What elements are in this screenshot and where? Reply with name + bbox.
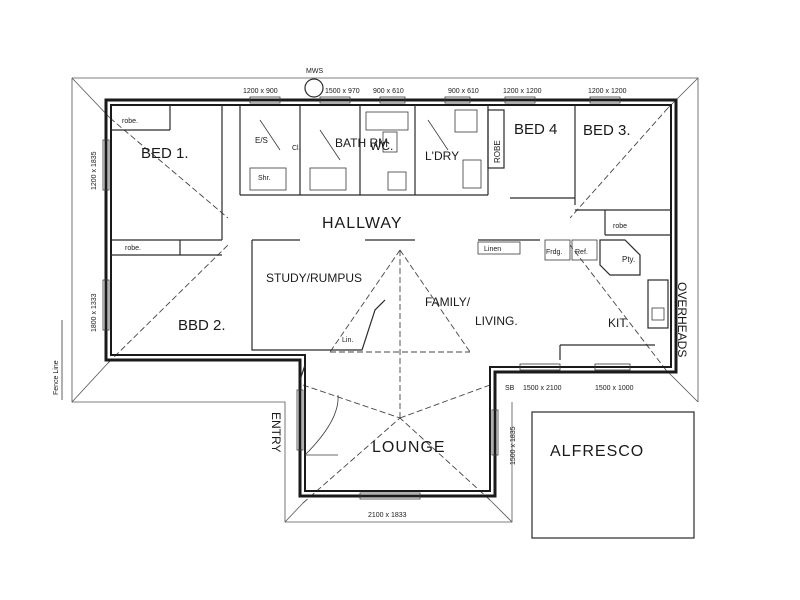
study-label: STUDY/RUMPUS bbox=[266, 271, 362, 285]
roof-outline bbox=[71, 77, 699, 523]
living-label: LIVING. bbox=[475, 314, 518, 328]
dim-bed1-side: 1200 x 1835 bbox=[91, 151, 98, 190]
entry-label: ENTRY bbox=[269, 412, 283, 452]
meter-box: MWS bbox=[304, 68, 324, 98]
overheads-label: OVERHEADS bbox=[675, 282, 689, 357]
alfresco bbox=[531, 411, 695, 539]
bed1-walls bbox=[111, 105, 223, 241]
kitchen-label: KIT. bbox=[608, 316, 629, 330]
bed3-label: BED 3. bbox=[583, 122, 631, 139]
entry-lounge-walls bbox=[299, 364, 339, 456]
dim-lounge-bottom: 2100 x 1833 bbox=[368, 512, 407, 519]
fridge-label: Frdg. bbox=[546, 249, 562, 256]
robe-bed3-label: robe bbox=[613, 223, 627, 230]
dim-w5: 1200 x 1200 bbox=[503, 88, 542, 95]
bed4-label: BED 4 bbox=[514, 121, 557, 138]
wc-label: WC. bbox=[370, 139, 393, 153]
ref-label: Ref. bbox=[575, 249, 588, 256]
lin-label: Lin. bbox=[342, 337, 353, 344]
fence-label: Fence Line bbox=[53, 360, 60, 395]
bed2-label: BBD 2. bbox=[178, 317, 226, 334]
lounge-label: LOUNGE bbox=[372, 439, 446, 456]
robe-bed1-label: robe. bbox=[122, 118, 138, 125]
study-walls bbox=[251, 239, 415, 351]
bed3-bed4-walls bbox=[487, 105, 671, 236]
bed2-walls bbox=[111, 240, 222, 256]
dim-w3: 900 x 610 bbox=[373, 88, 404, 95]
bath-label: BATH RM bbox=[335, 136, 388, 150]
ldry-label: L'DRY bbox=[425, 149, 459, 163]
linen-label: Linen bbox=[484, 246, 501, 253]
dim-sd: 1500 x 2100 bbox=[523, 385, 562, 392]
pantry-label: Pty. bbox=[622, 255, 635, 264]
fence-line: Fence Line bbox=[53, 320, 63, 400]
mws-label: MWS bbox=[306, 68, 323, 75]
dim-w4: 900 x 610 bbox=[448, 88, 479, 95]
cl-label: Cl. bbox=[292, 145, 301, 152]
bed1-label: BED 1. bbox=[141, 145, 189, 162]
dim-w1: 1200 x 900 bbox=[243, 88, 278, 95]
alfresco-label: ALFRESCO bbox=[550, 443, 644, 460]
external-walls bbox=[104, 98, 678, 498]
windows bbox=[102, 96, 631, 500]
dim-w2: 1500 x 970 bbox=[325, 88, 360, 95]
hallway-label: HALLWAY bbox=[322, 215, 403, 232]
dim-kit-win: 1500 x 1000 bbox=[595, 385, 634, 392]
robe-bed2-label: robe. bbox=[125, 245, 141, 252]
sb-label: SB bbox=[505, 385, 515, 392]
family-label: FAMILY/ bbox=[425, 295, 471, 309]
robe-label: ROBE bbox=[493, 140, 502, 163]
es-label: E/S bbox=[255, 136, 268, 145]
shr-label: Shr. bbox=[258, 175, 271, 182]
dim-bed2-side: 1800 x 1333 bbox=[91, 293, 98, 332]
kitchen-walls bbox=[477, 239, 669, 360]
dim-w6: 1200 x 1200 bbox=[588, 88, 627, 95]
dim-lounge-side: 1500 x 1835 bbox=[510, 426, 517, 465]
